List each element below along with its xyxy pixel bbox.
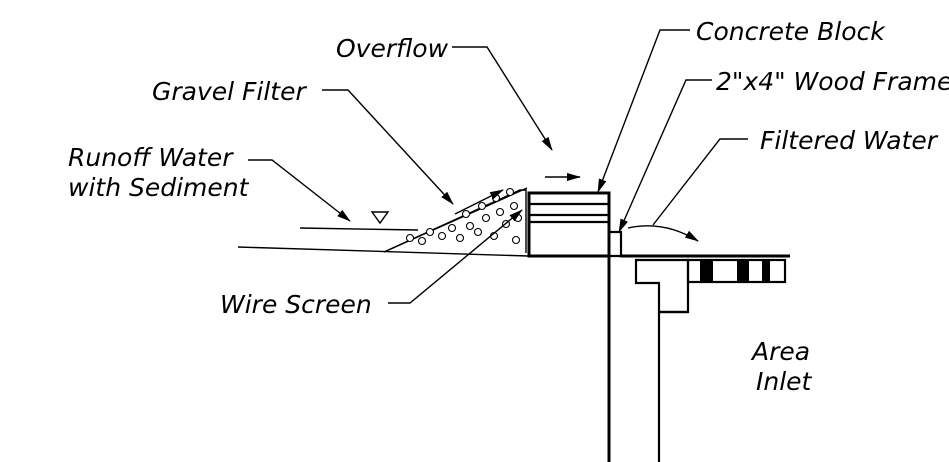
- gravel-pebble: [495, 207, 505, 217]
- gravel-pebble: [447, 223, 457, 233]
- inlet-lip-hatched: [634, 258, 690, 314]
- water-level-symbol: [370, 211, 390, 225]
- runoff-leader: [248, 159, 351, 222]
- gravel-pebble: [405, 233, 415, 243]
- runoff-label-line1: Runoff Water: [68, 143, 234, 172]
- gravel-pebble: [437, 231, 447, 241]
- filtered-water-arrow: [627, 225, 699, 242]
- ground-line-upper: [299, 227, 419, 231]
- grate-bar: [762, 260, 770, 282]
- gravel-pebble: [461, 209, 471, 219]
- wood-frame-leader: [618, 79, 712, 233]
- gravel-pebble: [491, 193, 501, 203]
- gravel-pebble: [509, 201, 519, 211]
- filtered-water-label: Filtered Water: [760, 126, 939, 155]
- gravel-filter-leader: [322, 89, 454, 205]
- area-inlet-label-line1: Area: [750, 337, 810, 366]
- overflow-label: Overflow: [336, 34, 449, 63]
- gravel-filter: [383, 187, 528, 253]
- wire-screen-leader: [388, 209, 523, 304]
- gravel-pebble: [477, 201, 487, 211]
- grate-bar: [700, 260, 713, 282]
- gravel-filter-label: Gravel Filter: [152, 77, 307, 106]
- concrete-block: [527, 191, 611, 258]
- gravel-pebble: [465, 221, 475, 231]
- concrete-block-leader: [597, 29, 690, 193]
- gravel-pebble: [511, 235, 521, 245]
- gravel-pebble: [473, 227, 483, 237]
- gravel-pebble: [417, 236, 427, 246]
- ground-line-lower: [237, 246, 529, 257]
- grate-hatched: [686, 258, 787, 284]
- wood-frame: [607, 230, 623, 258]
- concrete-block-label: Concrete Block: [696, 17, 886, 46]
- grate-bar: [737, 260, 749, 282]
- gravel-pebble: [505, 187, 515, 197]
- wire-screen-label: Wire Screen: [220, 290, 372, 319]
- filtered-water-leader: [652, 138, 748, 226]
- flow-arrow: [454, 189, 504, 215]
- gravel-pebble: [481, 213, 491, 223]
- gravel-pebble: [425, 227, 435, 237]
- wood-frame-label: 2"x4" Wood Frame: [716, 67, 949, 96]
- area-inlet-label-line2: Inlet: [756, 367, 813, 396]
- concrete-block-outline: [527, 191, 611, 258]
- runoff-label-line2: with Sediment: [68, 173, 250, 202]
- gravel-pebble: [455, 233, 465, 243]
- overflow-leader: [452, 46, 553, 151]
